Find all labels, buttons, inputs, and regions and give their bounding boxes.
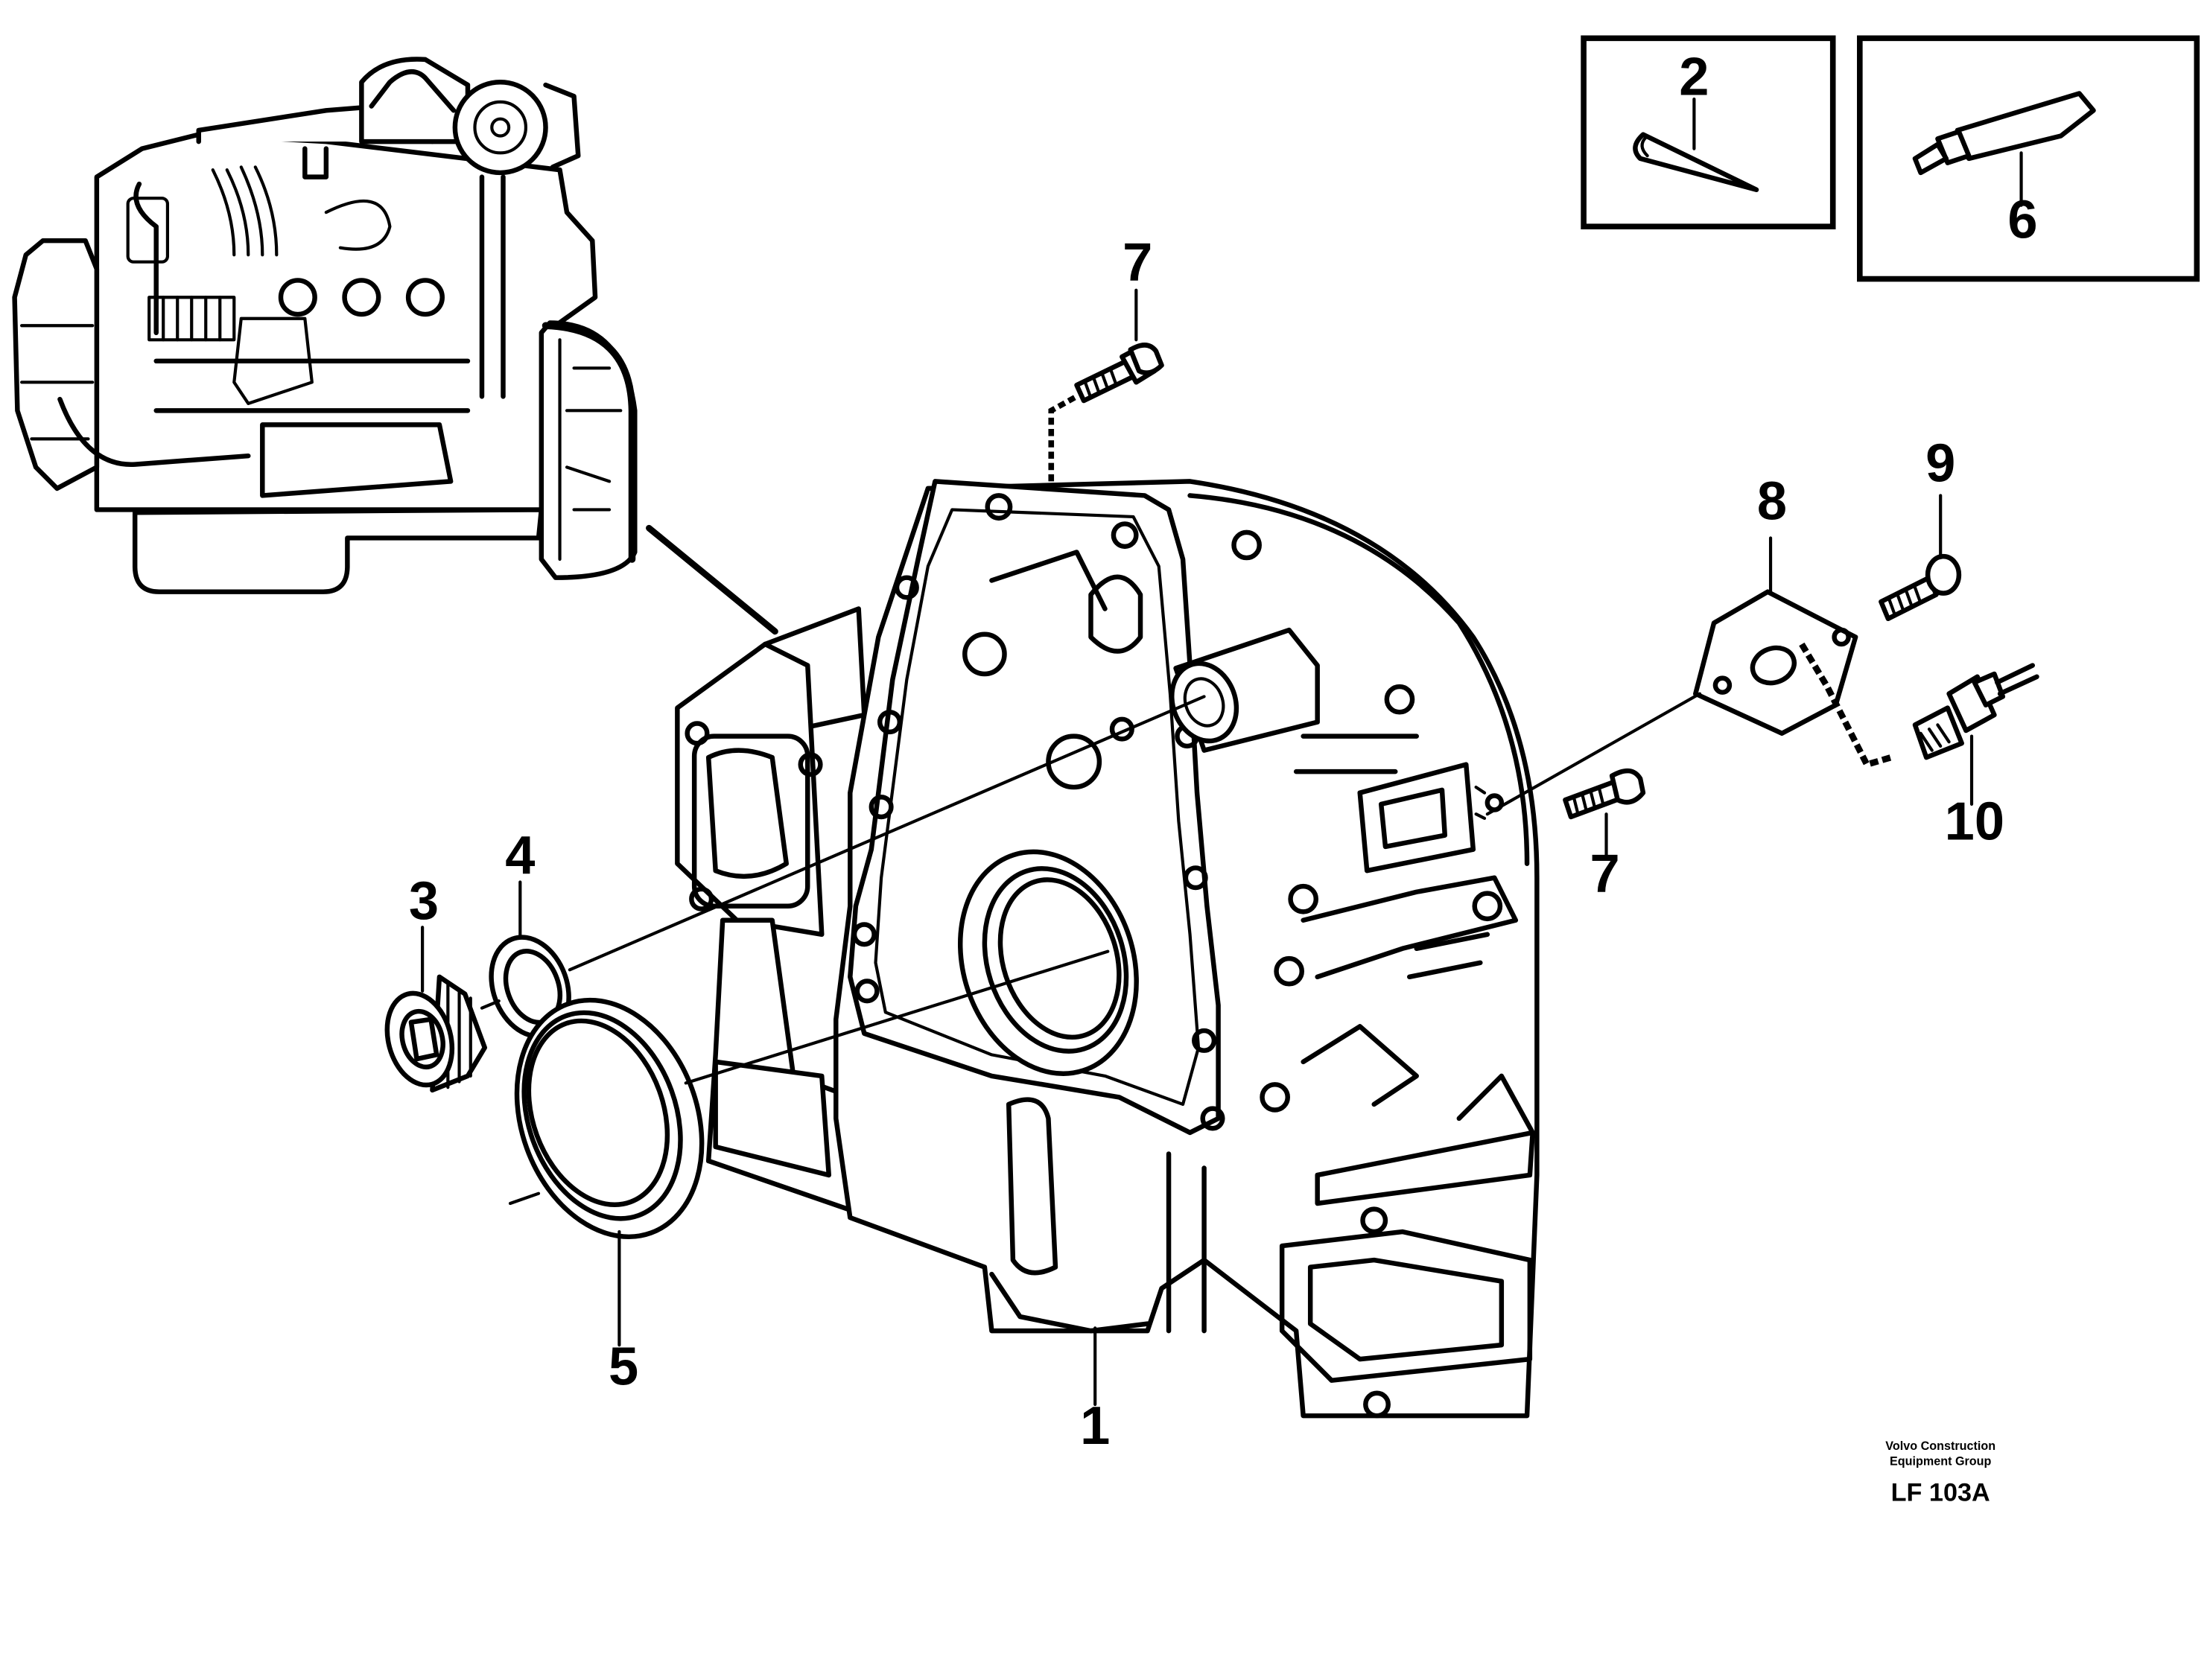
brand-line-2: Equipment Group: [1890, 1455, 1992, 1469]
callout-2: 2: [1679, 47, 1709, 106]
part-3-plug: [384, 974, 488, 1093]
tool-box-sealant-tube: [1857, 35, 2200, 282]
part-5-crankshaft-seal: [514, 997, 705, 1240]
brand-line-1: Volvo Construction: [1885, 1439, 1995, 1453]
part-7-screw-top: [1074, 288, 1164, 404]
part-8-cover-plate: [1693, 536, 1858, 736]
leader-lines: [421, 394, 1892, 1407]
part-10-sensor: [1912, 663, 2039, 806]
callouts: 1 2 3 4 5 6 7 7 8 9 10: [409, 47, 2038, 1456]
branding: Volvo Construction Equipment Group LF 10…: [1885, 1439, 1995, 1506]
part-7-screw-right: [1563, 768, 1646, 859]
callout-9: 9: [1925, 433, 1955, 493]
callout-10: 10: [1945, 792, 2004, 851]
callout-1: 1: [1080, 1396, 1110, 1456]
tool-box-sealant-applicator: [1581, 35, 1836, 229]
engine-overview: [12, 57, 638, 594]
drawing-code: LF 103A: [1891, 1478, 1990, 1506]
part-9-screw: [1879, 494, 1962, 622]
callout-7-right: 7: [1590, 844, 1620, 904]
callout-5: 5: [609, 1337, 638, 1396]
callout-8: 8: [1757, 472, 1787, 532]
callout-6: 6: [2007, 190, 2037, 249]
callout-7-top: 7: [1123, 232, 1152, 292]
callout-4: 4: [505, 826, 535, 885]
pointer-line: [646, 524, 778, 635]
callout-3: 3: [409, 871, 439, 931]
flywheel-housing: [675, 479, 1540, 1419]
